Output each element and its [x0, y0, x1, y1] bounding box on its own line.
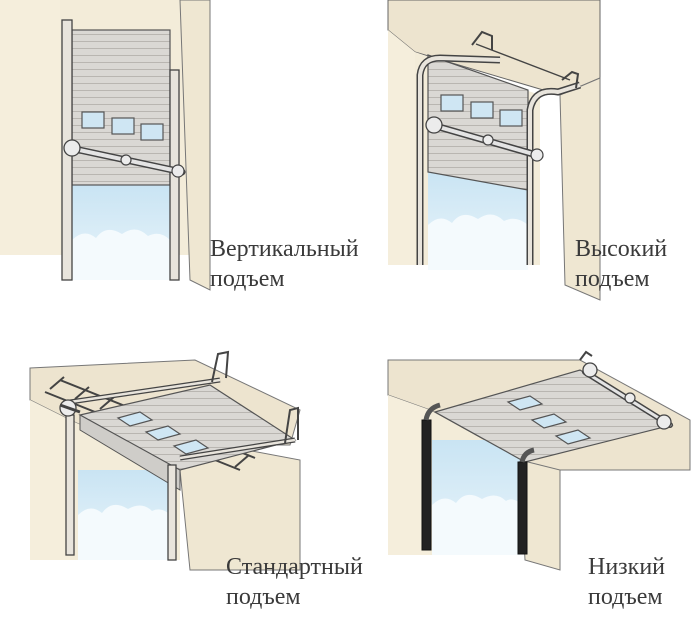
- caption-low-line2: подъем: [588, 584, 663, 610]
- panel-vertical-illustration: [0, 0, 211, 291]
- caption-low: Низкий подъем: [588, 552, 665, 612]
- caption-standard-line1: Стандартный: [226, 554, 363, 580]
- caption-vertical-line1: Вертикальный: [210, 236, 359, 262]
- caption-vertical-line2: подъем: [210, 266, 285, 292]
- caption-high-line2: подъем: [575, 266, 650, 292]
- caption-vertical: Вертикальный подъем: [210, 234, 359, 294]
- caption-high: Высокий подъем: [575, 234, 667, 294]
- panel-standard-illustration: [29, 350, 301, 571]
- caption-standard: Стандартный подъем: [226, 552, 363, 612]
- caption-high-line1: Высокий: [575, 236, 668, 262]
- caption-standard-line2: подъем: [226, 584, 301, 610]
- caption-low-line1: Низкий: [588, 554, 666, 580]
- panel-low-illustration: [387, 350, 691, 571]
- door-window-icon: [81, 111, 105, 129]
- panel-high-illustration: [387, 0, 601, 301]
